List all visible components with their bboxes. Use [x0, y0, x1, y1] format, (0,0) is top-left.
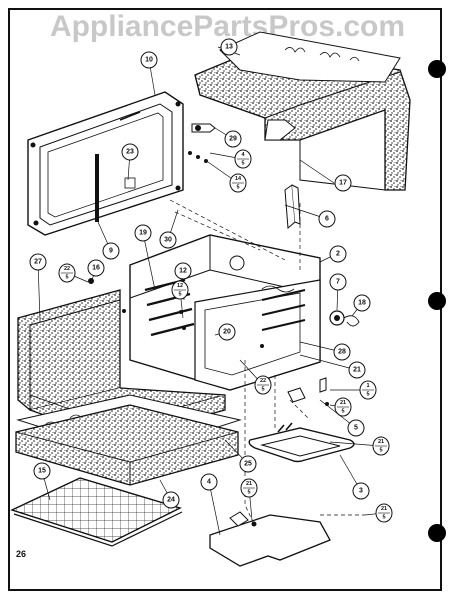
svg-text:22: 22: [260, 378, 266, 384]
svg-text:19: 19: [139, 230, 147, 237]
callout-7: 7: [329, 273, 347, 291]
callout-24: 24: [162, 491, 180, 509]
fraction-callout-22-5: 22 5: [58, 263, 76, 283]
oven-liner: [129, 234, 321, 391]
thermostat-bracket: [284, 184, 301, 230]
bake-element: [248, 422, 355, 463]
svg-text:13: 13: [225, 44, 233, 51]
svg-text:12: 12: [177, 283, 183, 289]
callout-29-top: 29: [224, 130, 242, 148]
callout-27: 27: [29, 253, 47, 271]
door-gasket-strip: [95, 154, 99, 222]
callout-17: 17: [334, 174, 352, 192]
callout-5: 5: [347, 419, 365, 437]
binder-hole-middle: [428, 292, 446, 310]
fraction-callout-12-5: 12 5: [171, 280, 189, 300]
svg-text:5: 5: [178, 292, 181, 298]
svg-text:5: 5: [65, 275, 68, 281]
callout-23: 23: [121, 143, 139, 161]
svg-text:27: 27: [34, 259, 42, 266]
fraction-callout-4-5: 4 5: [234, 149, 252, 169]
bottom-insulation: [15, 404, 239, 486]
svg-text:5: 5: [382, 515, 385, 521]
fraction-callout-14-5: 14 5: [229, 173, 247, 193]
fraction-callout-22-5-b: 22 5: [254, 375, 272, 395]
svg-text:5: 5: [241, 161, 244, 167]
watermark-text: AppliancePartsPros.com: [49, 10, 406, 43]
callout-21: 21: [348, 361, 366, 379]
callout-18: 18: [353, 294, 371, 312]
svg-text:3: 3: [359, 488, 363, 495]
svg-text:21: 21: [378, 439, 384, 445]
sensor-block: [88, 278, 329, 406]
door-hinge-screws: [188, 123, 216, 163]
door-latch: [124, 177, 136, 189]
oven-rack: [10, 477, 183, 547]
svg-text:5: 5: [341, 409, 344, 415]
callout-9: 9: [102, 242, 120, 260]
svg-text:5: 5: [379, 448, 382, 454]
svg-text:22: 22: [64, 266, 70, 272]
svg-text:21: 21: [340, 400, 346, 406]
svg-text:21: 21: [353, 367, 361, 374]
binder-hole-bottom: [428, 524, 446, 542]
svg-text:4: 4: [207, 479, 211, 486]
svg-text:21: 21: [381, 506, 387, 512]
svg-text:1: 1: [366, 383, 369, 389]
svg-text:20: 20: [223, 329, 231, 336]
svg-text:23: 23: [126, 149, 134, 156]
svg-text:7: 7: [336, 279, 340, 286]
callout-3: 3: [352, 482, 370, 500]
callout-2: 2: [329, 245, 347, 263]
svg-text:10: 10: [145, 57, 153, 64]
svg-text:21: 21: [246, 481, 252, 487]
callout-10: 10: [140, 51, 158, 69]
svg-text:9: 9: [109, 248, 113, 255]
alignment-lines: [169, 199, 365, 525]
callout-6: 6: [318, 210, 336, 228]
callout-16: 16: [87, 259, 105, 277]
svg-text:2: 2: [336, 251, 340, 258]
callout-13: 13: [220, 38, 238, 56]
svg-text:5: 5: [236, 185, 239, 191]
fraction-callout-1-5: 1 5: [359, 380, 377, 400]
callout-19: 19: [134, 224, 152, 242]
svg-text:15: 15: [38, 468, 46, 475]
fraction-callout-21-5-b: 21 5: [372, 436, 390, 456]
svg-text:12: 12: [179, 268, 187, 275]
callout-15: 15: [33, 462, 51, 480]
oven-light-assembly: [329, 310, 360, 327]
callout-30: 30: [159, 231, 177, 249]
callout-12: 12: [174, 262, 192, 280]
svg-text:24: 24: [167, 497, 175, 504]
svg-text:16: 16: [92, 265, 100, 272]
callout-25: 25: [239, 455, 257, 473]
svg-text:30: 30: [164, 237, 172, 244]
svg-text:18: 18: [358, 300, 366, 307]
svg-text:5: 5: [366, 392, 369, 398]
callout-20: 20: [218, 323, 236, 341]
top-insulation-paper: [219, 31, 401, 83]
callout-28: 28: [333, 343, 351, 361]
svg-text:14: 14: [235, 176, 242, 182]
callout-4: 4: [200, 473, 218, 491]
svg-text:17: 17: [339, 180, 347, 187]
svg-text:28: 28: [338, 349, 346, 356]
fraction-callout-21-5-a: 21 5: [334, 397, 352, 417]
svg-text:5: 5: [354, 425, 358, 432]
fraction-callout-21-5-c: 21 5: [240, 478, 258, 498]
fraction-callout-21-5-d: 21 5: [375, 503, 393, 523]
svg-text:4: 4: [241, 152, 245, 158]
binder-hole-top: [428, 60, 446, 78]
svg-text:25: 25: [244, 461, 252, 468]
page-number: 26: [16, 549, 27, 559]
svg-text:29: 29: [229, 136, 237, 143]
svg-text:6: 6: [325, 216, 329, 223]
broil-element: [209, 511, 331, 567]
svg-text:5: 5: [261, 387, 264, 393]
svg-text:5: 5: [247, 490, 250, 496]
door-frame: [27, 91, 184, 236]
